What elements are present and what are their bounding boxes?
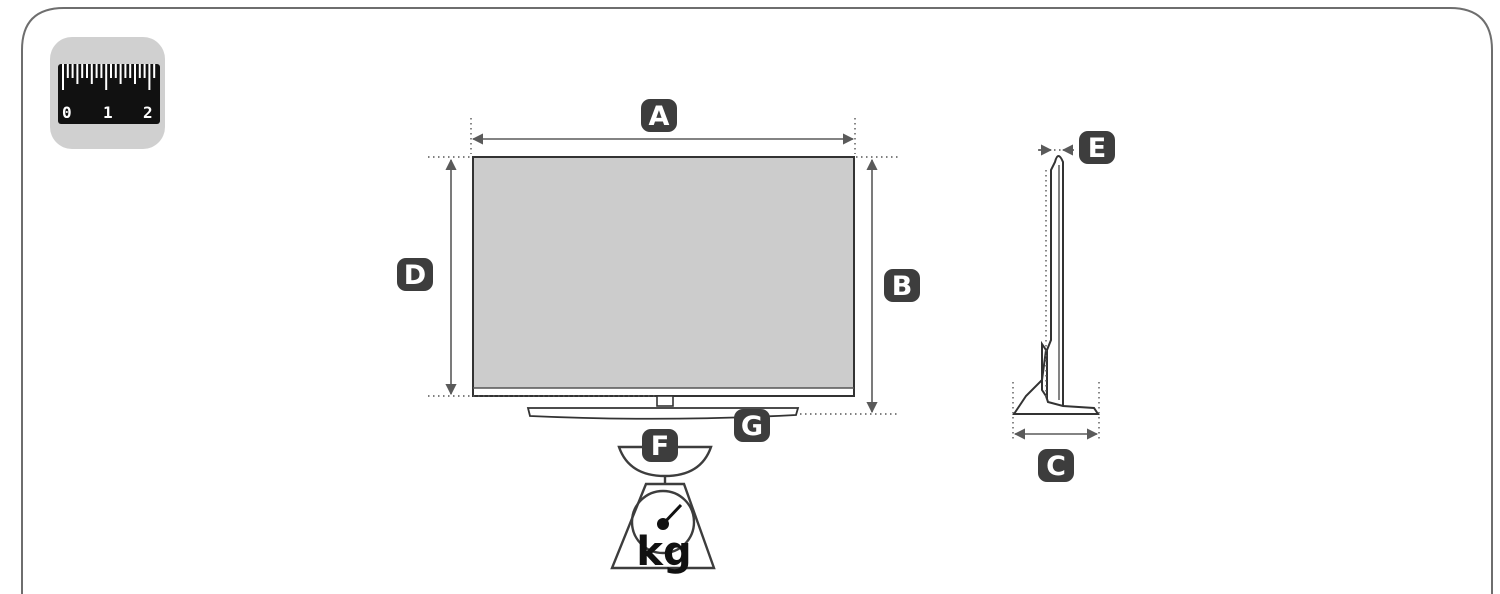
ruler-number-0: 0 [62,103,72,122]
label-f-badge: F [642,429,678,462]
label-d-text: D [404,260,426,291]
label-d-badge: D [397,258,433,291]
label-g-text: G [741,411,763,442]
label-e-text: E [1088,133,1106,164]
label-b-text: B [892,271,913,302]
label-a-badge: A [641,99,677,132]
label-c-text: C [1046,451,1066,482]
ruler-number-2: 2 [143,103,153,122]
label-c-badge: C [1038,449,1074,482]
tv-screen [474,158,854,388]
tv-front-view [472,156,855,420]
label-a-text: A [649,101,670,132]
label-b-badge: B [884,269,920,302]
tv-stand-neck [656,395,674,407]
label-f-text: F [651,431,669,462]
label-g-badge: G [734,409,770,442]
weighing-scale-icon: kg [610,445,716,575]
ruler-icon: 0 1 2 [50,37,165,149]
label-e-badge: E [1079,131,1115,164]
weight-unit-text: kg [636,529,691,575]
tv-stand-base [526,407,800,420]
ruler-number-1: 1 [103,103,113,122]
